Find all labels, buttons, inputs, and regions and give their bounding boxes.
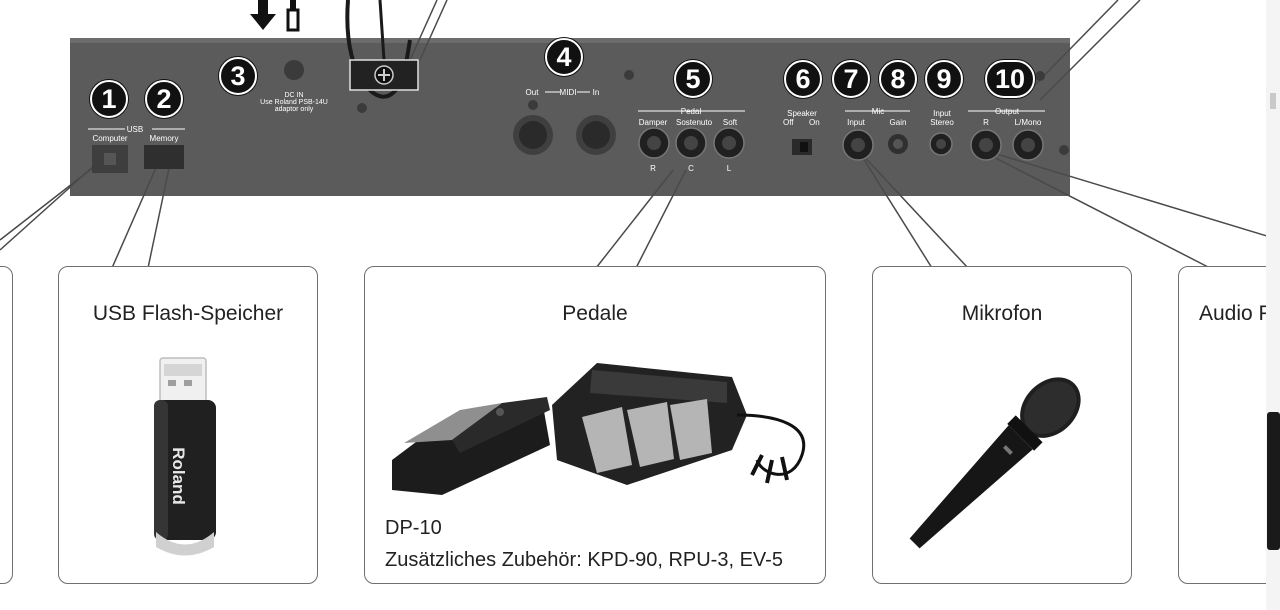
usb-group-label: USB [126, 125, 144, 134]
midi-in-label: In [592, 88, 600, 97]
badge-9: 9 [925, 60, 963, 98]
pedals-caption-1: DP-10 [385, 517, 442, 539]
badge-5: 5 [674, 60, 712, 98]
card-left-partial [0, 266, 13, 584]
mic-group-label: Mic [871, 107, 885, 116]
badge-8: 8 [879, 60, 917, 98]
speaker-off-label: Off [783, 118, 794, 127]
scrollbar-thumb[interactable] [1270, 93, 1276, 109]
usb-stick-image [154, 357, 216, 556]
usb-memory-label: Memory [149, 134, 179, 143]
pedal-damper-label: Damper [638, 118, 668, 127]
output-lmono-label: L/Mono [1014, 118, 1042, 127]
dcin-label: DC IN [284, 92, 304, 99]
mic-jacks [842, 129, 953, 161]
pedal-l-label: L [726, 164, 732, 173]
mic-input-label: Input [847, 118, 865, 127]
dcin-note-2: adaptor only [274, 106, 314, 113]
badge-3: 3 [219, 57, 257, 95]
card-microphone [872, 266, 1132, 584]
badge-1: 1 [90, 80, 128, 118]
pedals-caption-2: Zusätzliches Zubehör: KPD-90, RPU-3, EV-… [385, 549, 783, 571]
card-audio-partial [1178, 266, 1280, 584]
dcin-note-1: Use Roland PSB-14U [260, 99, 328, 106]
pedal-group-label: Pedal [680, 107, 702, 116]
usb-stick-brand: Roland [169, 447, 188, 505]
leader-lines [0, 0, 1280, 269]
badge-7: 7 [832, 60, 870, 98]
pedals-image [392, 363, 806, 495]
usb-computer-label: Computer [92, 134, 128, 143]
pedal-jacks [638, 127, 745, 159]
input-stereo-label-2: Stereo [930, 118, 954, 127]
speaker-label: Speaker [787, 109, 817, 118]
card-usb-title: USB Flash-Speicher [92, 302, 284, 325]
output-r-label: R [983, 118, 989, 127]
pedal-c-label: C [688, 164, 694, 173]
midi-label: MIDI [559, 88, 577, 97]
usb-memory-port [144, 145, 184, 169]
badge-4: 4 [545, 38, 583, 76]
midi-out-label: Out [525, 88, 539, 97]
input-stereo-label-1: Input [933, 109, 951, 118]
output-group-label: Output [994, 107, 1020, 116]
card-audio-title: Audio P [1199, 302, 1273, 325]
output-jacks [970, 129, 1044, 161]
badge-10: 10 [985, 60, 1035, 98]
side-tab[interactable] [1267, 412, 1280, 550]
badge-2: 2 [145, 80, 183, 118]
card-pedals-title: Pedale [562, 302, 628, 325]
midi-jacks [513, 115, 616, 155]
mic-gain-label: Gain [889, 118, 907, 127]
badge-6: 6 [784, 60, 822, 98]
dc-plug-arrow [250, 0, 300, 32]
pedal-sostenuto-label: Sostenuto [675, 118, 713, 127]
dc-in-jack [284, 60, 304, 80]
pedal-soft-label: Soft [722, 118, 738, 127]
microphone-image [909, 377, 1081, 549]
card-mic-title: Mikrofon [961, 302, 1043, 325]
speaker-on-label: On [809, 118, 820, 127]
pedal-r-label: R [650, 164, 656, 173]
